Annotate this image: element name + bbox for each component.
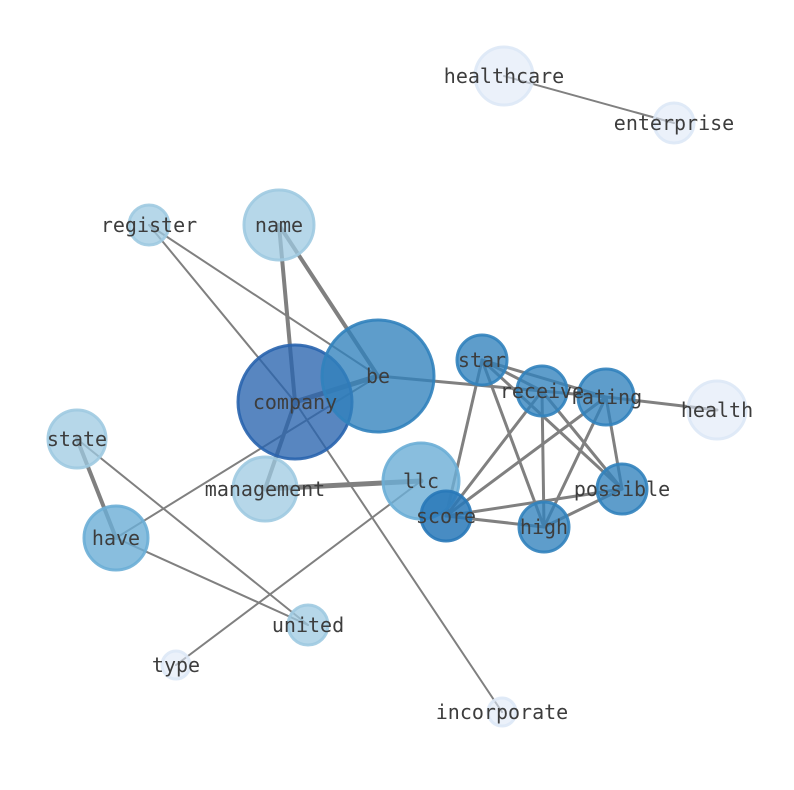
node-label-have: have [92, 526, 140, 550]
node-label-health: health [681, 398, 753, 422]
node-label-type: type [152, 653, 200, 677]
node-receive [515, 364, 569, 418]
node-label-company: company [253, 390, 337, 414]
edge-rating-score [444, 395, 608, 518]
node-label-score: score [416, 504, 476, 528]
edge-star-possible [480, 358, 624, 491]
edge-llc-type [175, 480, 422, 666]
node-label-healthcare: healthcare [444, 64, 564, 88]
node-label-management: management [205, 477, 325, 501]
node-united [286, 603, 330, 647]
node-management [231, 455, 299, 523]
node-score [419, 489, 473, 543]
node-have [82, 504, 150, 572]
node-possible [595, 462, 649, 516]
nodes-layer [46, 45, 748, 728]
node-label-state: state [47, 427, 107, 451]
node-label-be: be [366, 364, 390, 388]
node-incorporate [486, 696, 518, 728]
node-label-receive: receive [500, 379, 584, 403]
edge-have-united [115, 537, 309, 626]
node-be [320, 318, 436, 434]
node-label-name: name [255, 213, 303, 237]
node-label-high: high [520, 515, 568, 539]
node-state [46, 408, 108, 470]
node-label-rating: rating [570, 385, 642, 409]
node-label-register: register [101, 213, 197, 237]
edge-star-high [480, 358, 546, 529]
labels-layer: healthcare enterprise register name be compan… [47, 64, 753, 724]
node-health [686, 379, 748, 441]
node-label-united: united [272, 613, 344, 637]
edge-company-incorporate [294, 401, 503, 713]
node-label-possible: possible [574, 477, 670, 501]
node-label-enterprise: enterprise [614, 111, 734, 135]
node-label-star: star [458, 348, 506, 372]
node-register [127, 203, 171, 247]
node-star [455, 333, 509, 387]
node-type [160, 649, 192, 681]
node-rating [576, 367, 636, 427]
node-label-incorporate: incorporate [436, 700, 568, 724]
node-name [242, 188, 316, 262]
node-healthcare [473, 45, 535, 107]
node-label-llc: llc [403, 469, 439, 493]
node-enterprise [652, 101, 696, 145]
node-high [517, 500, 571, 554]
